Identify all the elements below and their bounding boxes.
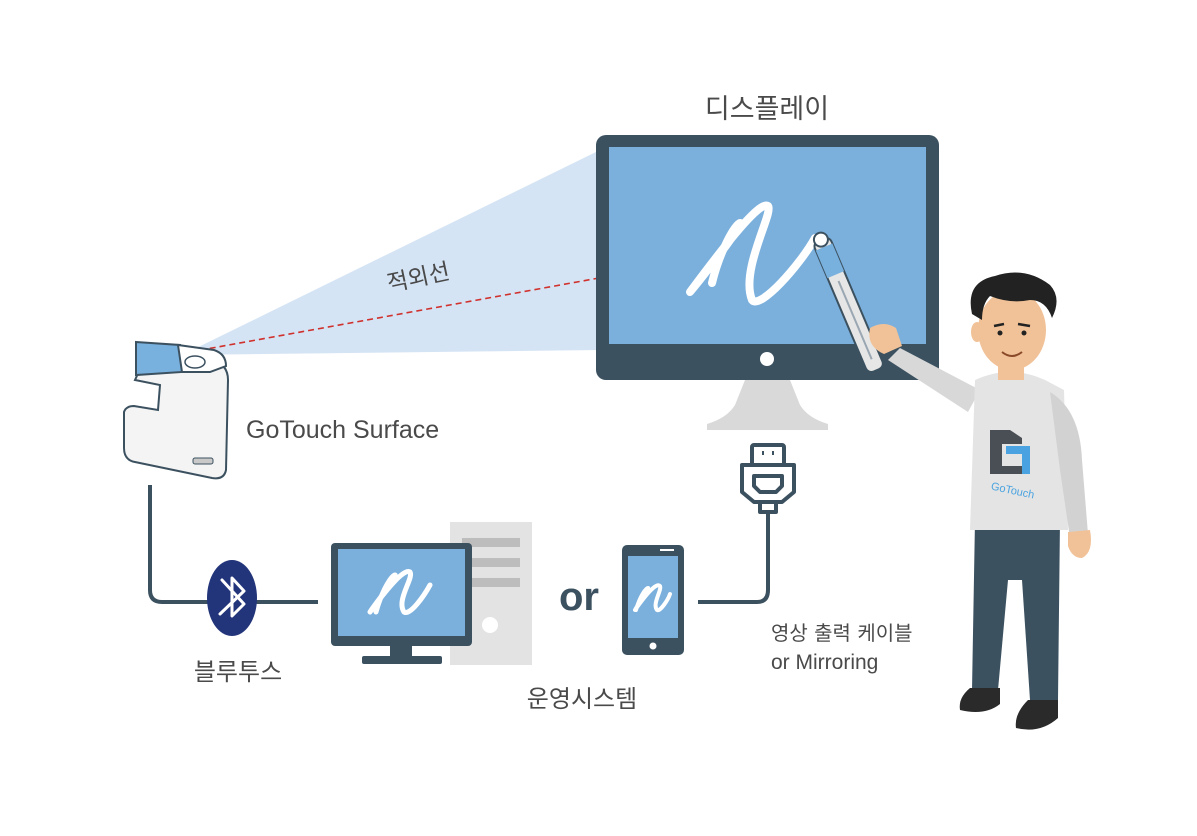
or-label: or [559,575,599,619]
smartphone-icon [622,545,684,655]
display-monitor [596,135,939,430]
screen-scribble [686,201,819,306]
device-to-bluetooth-line [148,485,210,604]
device-label: GoTouch Surface [246,416,439,444]
stylus-pen-icon [812,231,884,373]
person-illustration [869,272,1091,730]
bluetooth-icon [207,560,257,636]
infrared-beam [182,150,600,355]
display-label: 디스플레이 [705,94,829,125]
cable-label-line1: 영상 출력 케이블 [771,621,913,645]
phone-to-cable-line [698,512,770,604]
os-label: 운영시스템 [527,685,637,713]
hdmi-connector-icon [740,443,796,514]
cable-label-line2: or Mirroring [771,651,878,674]
desktop-pc-icon [331,522,532,665]
bluetooth-label: 블루투스 [194,658,282,686]
gotouch-device-icon [123,340,230,480]
